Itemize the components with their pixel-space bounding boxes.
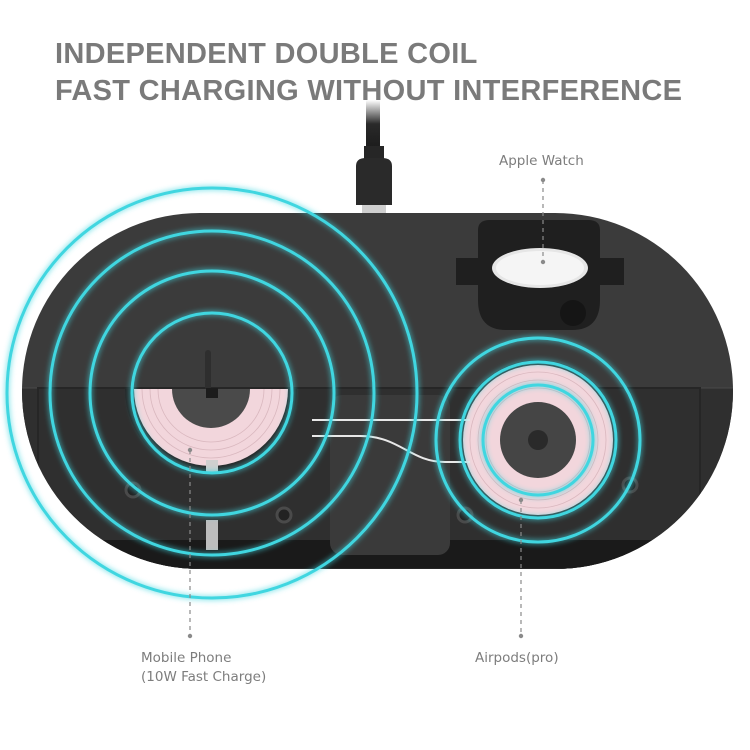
wave-ring-icon (5, 186, 642, 600)
mobile-phone-label: Mobile Phone (10W Fast Charge) (141, 649, 266, 687)
coil-wires (312, 419, 470, 463)
apple-watch-label-text: Apple Watch (499, 153, 584, 169)
phone-charging-coil-icon (125, 350, 297, 550)
apple-watch-label: Apple Watch (499, 152, 584, 171)
airpods-label: Airpods(pro) (475, 649, 559, 668)
headline: INDEPENDENT DOUBLE COIL FAST CHARGING WI… (55, 36, 682, 110)
mobile-phone-label-line-1: Mobile Phone (141, 650, 232, 666)
headline-line-1: INDEPENDENT DOUBLE COIL (55, 38, 478, 70)
screws (124, 476, 639, 524)
airpods-charging-coil-icon (458, 360, 618, 520)
usb-cable-icon (356, 100, 392, 213)
airpods-label-text: Airpods(pro) (475, 650, 559, 666)
watch-puck-icon (456, 220, 624, 330)
mobile-phone-label-line-2: (10W Fast Charge) (141, 669, 267, 685)
callout-lines (187, 177, 546, 639)
